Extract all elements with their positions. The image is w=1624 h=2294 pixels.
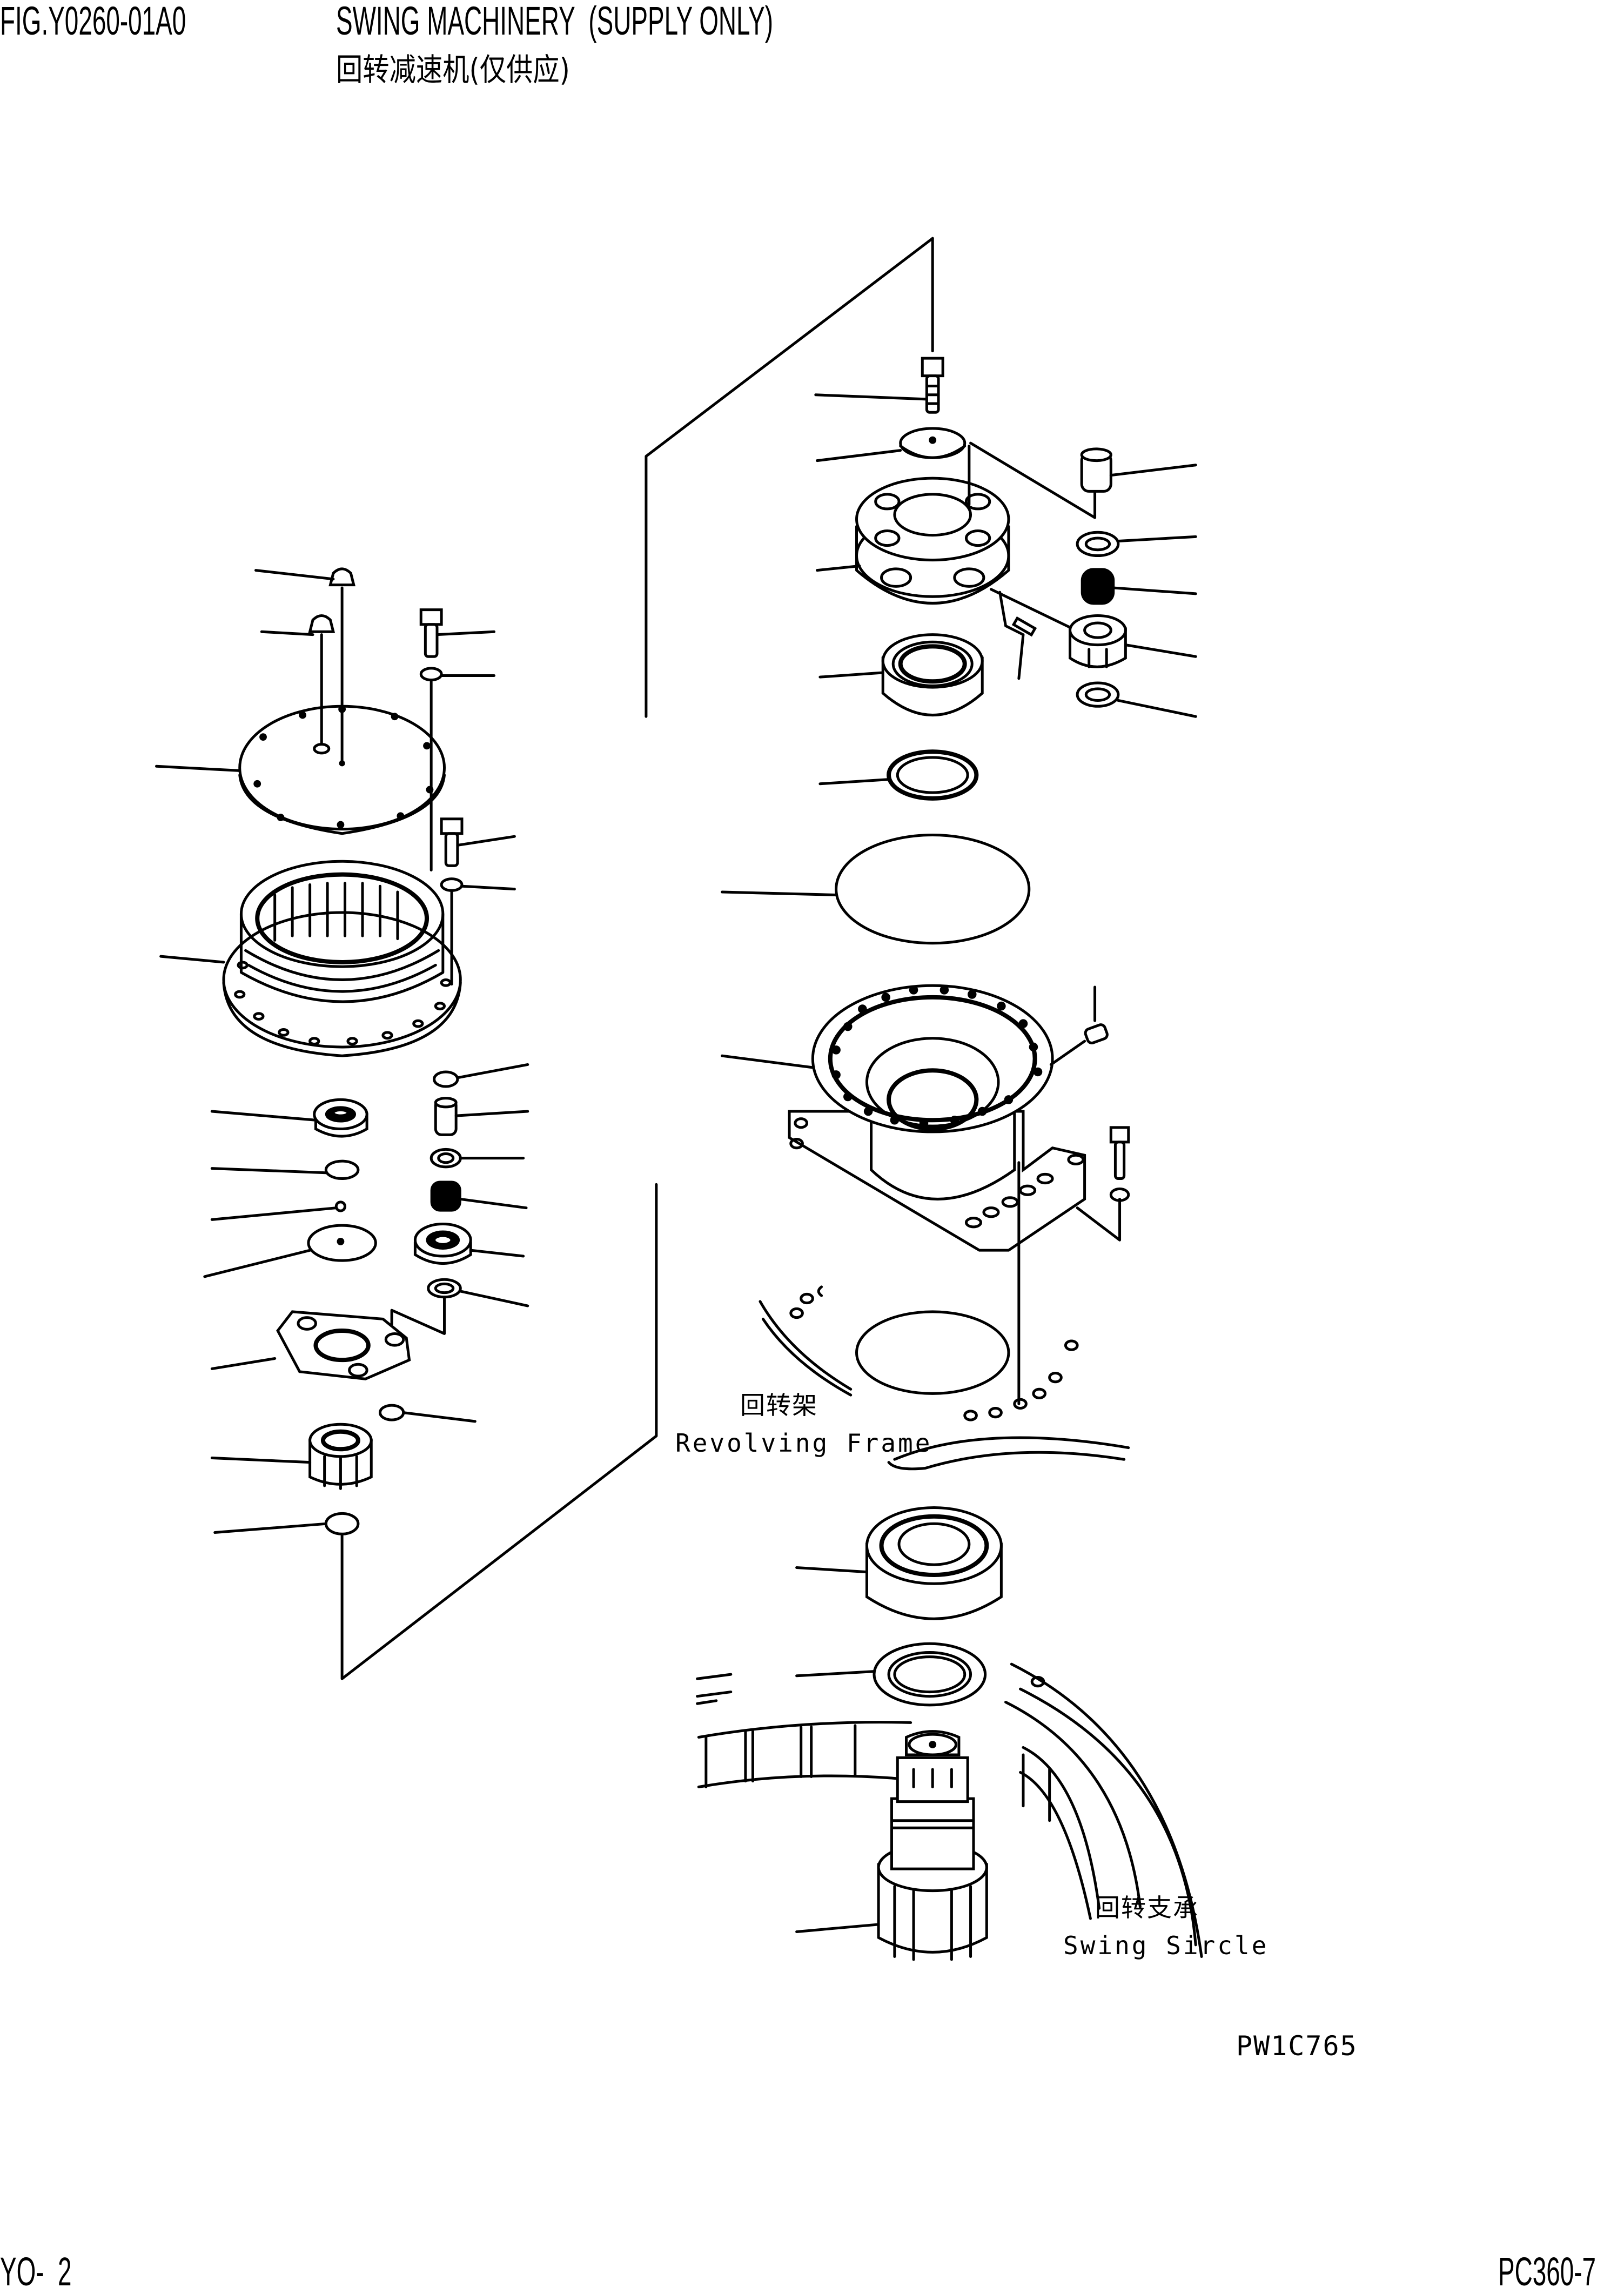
plug-1 bbox=[256, 569, 353, 766]
thrust-washer bbox=[817, 428, 964, 461]
case-mounting-bolt bbox=[1077, 1128, 1129, 1240]
thrust-washer-bottom-left bbox=[215, 1513, 358, 1534]
spring-pin bbox=[1000, 592, 1035, 679]
bearing-lower bbox=[797, 1508, 1002, 1619]
planet-pin-left bbox=[435, 1098, 527, 1135]
planet-gear-small bbox=[415, 1224, 523, 1263]
case-plug bbox=[1051, 987, 1108, 1064]
seal-ring bbox=[820, 752, 977, 799]
ball-left bbox=[212, 1202, 345, 1219]
page-number: YO- 2 bbox=[0, 2249, 72, 2294]
planet-gear bbox=[991, 589, 1196, 667]
o-ring bbox=[722, 835, 1029, 943]
ring-gear-bolt bbox=[441, 819, 514, 984]
thrust-washer-right-small bbox=[434, 1064, 528, 1086]
sun-gear bbox=[212, 1424, 371, 1488]
carrier-plate bbox=[212, 1312, 409, 1379]
thrust-washer-right-1 bbox=[1077, 532, 1196, 555]
bearing-upper bbox=[820, 635, 982, 715]
swing-circle-label-chinese: 回转支承 bbox=[1095, 1893, 1199, 1922]
swing-circle-outline bbox=[697, 1664, 1202, 1956]
oil-seal bbox=[797, 1644, 985, 1705]
thrust-washer-left-3 bbox=[392, 1279, 528, 1345]
cover-bolt bbox=[421, 610, 494, 870]
swing-pinion-shaft bbox=[797, 1732, 987, 1960]
thrust-washer-left-4 bbox=[380, 1405, 475, 1421]
revolving-frame-outline bbox=[760, 1287, 1129, 1469]
swing-machinery-case bbox=[722, 985, 1085, 1250]
pin-bracket bbox=[971, 443, 1095, 518]
figure-number: FIG.Y0260-01A0 bbox=[0, 0, 186, 43]
revolving-frame-label-chinese: 回转架 bbox=[740, 1391, 818, 1420]
thrust-washer-left-1 bbox=[212, 1161, 358, 1178]
plug-2 bbox=[261, 615, 333, 753]
page-title: SWING MACHINERY (SUPPLY ONLY) bbox=[336, 0, 774, 43]
thrust-washer-right-2 bbox=[1077, 683, 1196, 716]
thrust-plate-left bbox=[205, 1225, 376, 1277]
needle-bearing bbox=[1082, 569, 1196, 604]
ring-gear bbox=[161, 861, 461, 1056]
planet-pin bbox=[1082, 449, 1196, 491]
revolving-frame-label: Revolving Frame bbox=[675, 1428, 932, 1458]
machine-model: PC360-7 bbox=[1498, 2249, 1596, 2294]
cover-plate bbox=[157, 706, 445, 833]
needle-bearing-left bbox=[431, 1182, 526, 1211]
bolt-top-right bbox=[816, 358, 943, 412]
planet-gear-left bbox=[212, 1099, 367, 1136]
page-title-chinese: 回转减速机(仅供应) bbox=[336, 51, 570, 88]
drawing-code: PW1C765 bbox=[1236, 2030, 1358, 2062]
group-bracket-lines bbox=[342, 238, 932, 1679]
planetary-carrier bbox=[817, 478, 1008, 603]
thrust-washer-left-2 bbox=[431, 1149, 523, 1166]
swing-circle-label: Swing Sircle bbox=[1063, 1931, 1269, 1960]
